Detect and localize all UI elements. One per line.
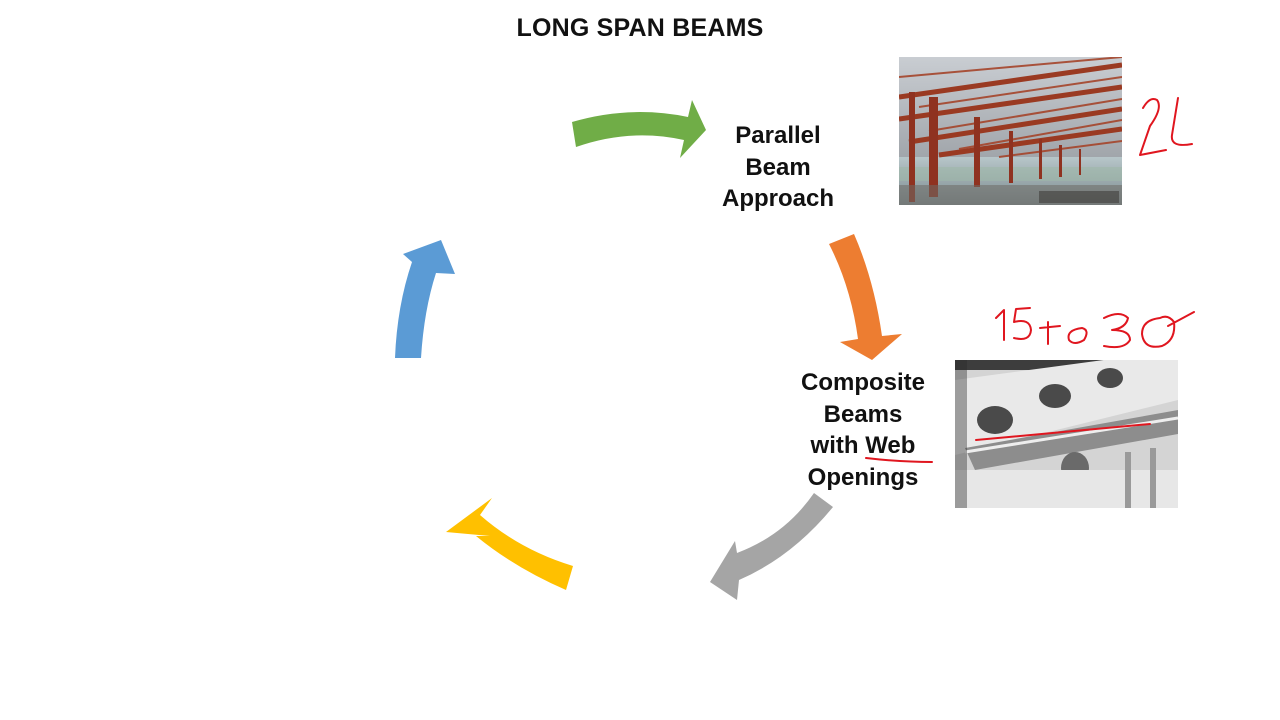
node-label-line: Approach [721,185,834,212]
node-label-line: Parallel [735,122,821,149]
handwritten-note-15-to-30 [995,307,1195,349]
slide-title: LONG SPAN BEAMS [516,14,764,42]
node-label-parallel-beam-approach: Parallel Beam Approach [708,120,848,215]
node-label-line: Composite [800,369,925,396]
steel-frame-building-photo [899,57,1122,205]
web-opening-beam-photo [955,360,1178,508]
handwritten-underline-web [865,457,933,463]
cycle-arrow-orange [829,234,902,360]
node-label-composite-beams: Composite Beams with Web Openings [788,367,938,493]
cycle-arrow-blue [395,240,455,358]
node-label-line: Beams [823,400,903,428]
node-label-line: with Web [810,432,916,459]
handwritten-note-2l [1139,97,1193,156]
cycle-arrow-green [572,100,706,158]
cycle-arrow-gray [710,493,833,600]
cycle-arrow-yellow [446,498,573,590]
node-label-line: Openings [807,463,919,491]
node-label-line: Beam [745,153,811,181]
handwritten-line-on-photo [975,423,1151,441]
